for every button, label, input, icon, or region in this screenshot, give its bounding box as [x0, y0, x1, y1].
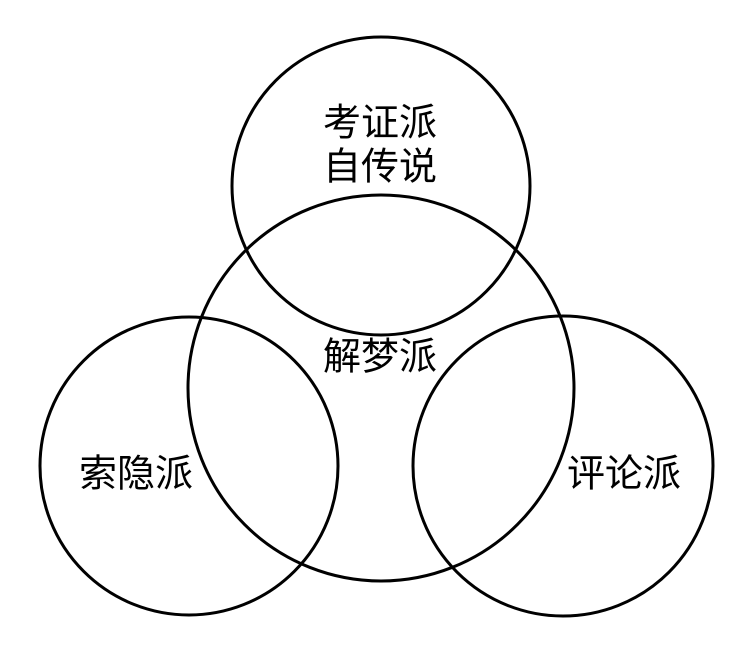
center-label: 解梦派 — [323, 335, 437, 379]
circle-top — [230, 35, 532, 337]
left-label: 索隐派 — [79, 452, 193, 496]
top-label-line2: 自传说 — [323, 145, 437, 189]
right-label: 评论派 — [567, 452, 681, 496]
top-label-line1: 考证派 — [323, 101, 437, 145]
circle-left — [38, 315, 340, 617]
circle-center — [186, 193, 576, 583]
circle-right — [411, 314, 715, 618]
